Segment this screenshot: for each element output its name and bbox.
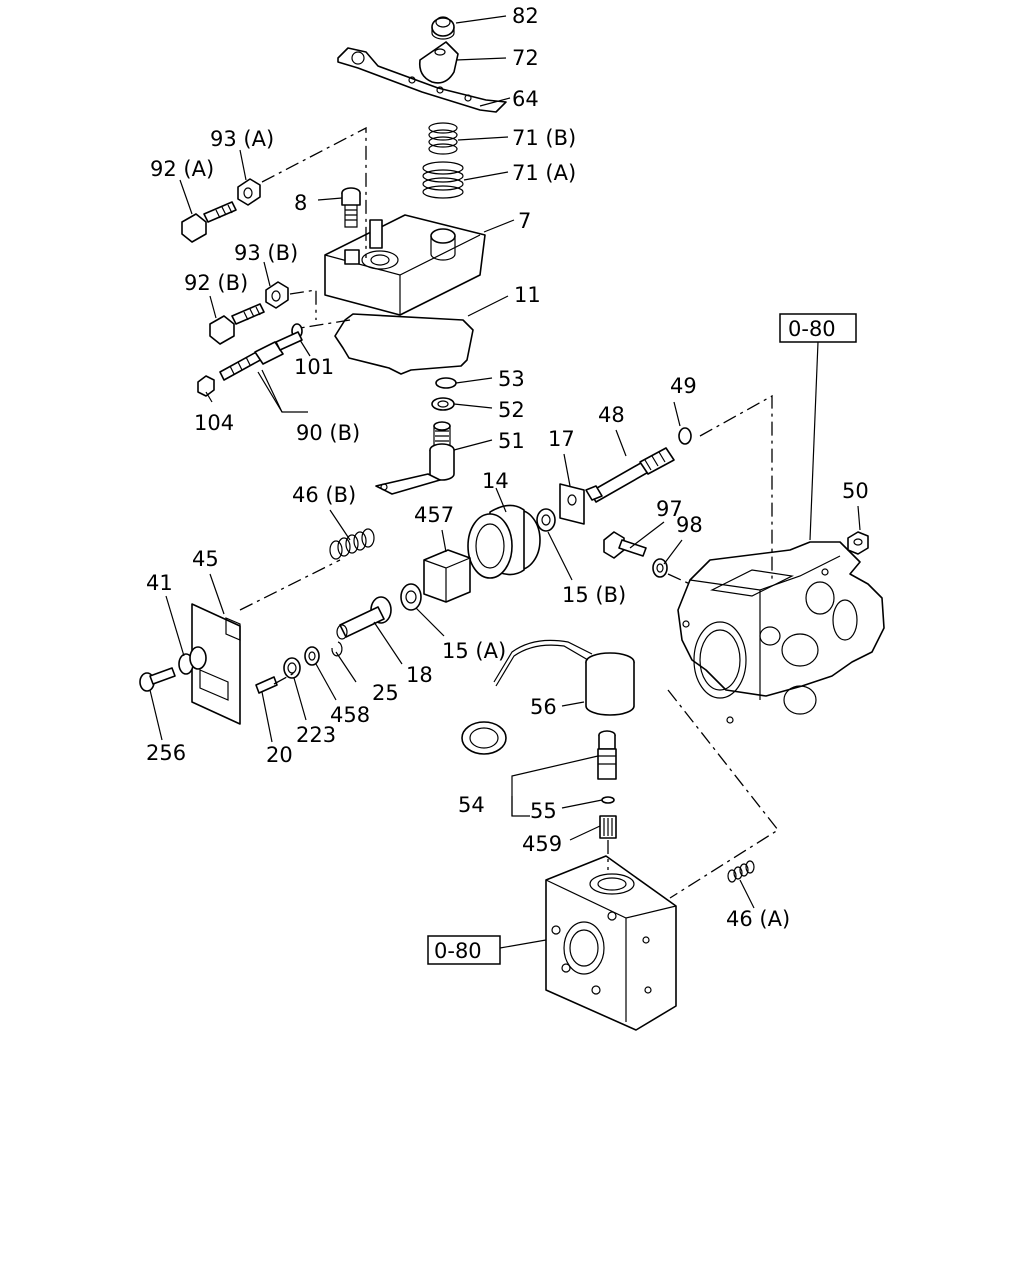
label-458: 458: [330, 703, 370, 727]
part-15a-washer: [400, 583, 422, 611]
label-7: 7: [518, 209, 531, 233]
leader-lines: [149, 15, 861, 949]
part-head-block: [545, 855, 677, 1031]
label-97: 97: [656, 497, 683, 521]
part-18-rod: [336, 596, 392, 640]
part-17-plate: [559, 483, 585, 525]
label-41: 41: [146, 571, 173, 595]
part-104-cap: [197, 375, 215, 397]
part-49-oring: [678, 427, 692, 445]
label-15a: 15 (A): [442, 639, 506, 663]
part-53-oring: [435, 377, 457, 389]
label-92a: 92 (A): [150, 157, 214, 181]
part-458-spacer: [304, 646, 320, 666]
part-56-solenoid: [461, 639, 635, 755]
label-56: 56: [530, 695, 557, 719]
part-15b-washer: [536, 508, 556, 532]
part-92b-bolt: [209, 303, 265, 345]
label-71a: 71 (A): [512, 161, 576, 185]
label-256: 256: [146, 741, 186, 765]
part-459-filter: [599, 815, 617, 839]
label-50: 50: [842, 479, 869, 503]
label-53: 53: [498, 367, 525, 391]
label-72: 72: [512, 46, 539, 70]
label-93b: 93 (B): [234, 241, 298, 265]
part-11-gasket: [334, 313, 474, 375]
label-457: 457: [414, 503, 454, 527]
part-93a-nut: [237, 178, 261, 206]
part-14-sleeve: [467, 504, 541, 579]
label-15b: 15 (B): [562, 583, 626, 607]
part-25-clip: [331, 641, 343, 657]
part-457-block: [423, 549, 471, 603]
label-49: 49: [670, 374, 697, 398]
part-97-bolt: [603, 531, 647, 559]
part-51-shaft: [375, 421, 455, 495]
label-64: 64: [512, 87, 539, 111]
part-8-bolt: [341, 187, 361, 228]
label-104: 104: [194, 411, 234, 435]
part-55-oring: [601, 796, 615, 804]
label-55: 55: [530, 799, 557, 823]
part-71a-spring: [422, 161, 464, 199]
label-17: 17: [548, 427, 575, 451]
part-labels: 82 72 64 71 (B) 71 (A) 93 (A) 92 (A) 8 7…: [146, 4, 869, 963]
label-8: 8: [294, 191, 307, 215]
part-52-washer: [431, 397, 455, 411]
part-64-lever: [337, 47, 507, 113]
part-92a-bolt: [181, 201, 237, 243]
part-256-bolt: [139, 667, 176, 692]
label-92b: 92 (B): [184, 271, 248, 295]
label-51: 51: [498, 429, 525, 453]
part-98-washer: [652, 558, 668, 578]
part-pump-housing: [677, 541, 885, 724]
label-46b: 46 (B): [292, 483, 356, 507]
part-46b-spring: [329, 528, 375, 560]
label-11: 11: [514, 283, 541, 307]
label-82: 82: [512, 4, 539, 28]
part-46a-spring: [727, 860, 755, 883]
label-223: 223: [296, 723, 336, 747]
label-14: 14: [482, 469, 509, 493]
part-90b-screw: [219, 331, 303, 381]
label-101: 101: [294, 355, 334, 379]
label-20: 20: [266, 743, 293, 767]
part-223-collar: [283, 657, 301, 679]
ref-box-bottom: [427, 935, 501, 965]
label-52: 52: [498, 398, 525, 422]
part-41-collar: [178, 646, 207, 675]
part-20-pin: [255, 676, 278, 694]
label-25: 25: [372, 681, 399, 705]
label-46a: 46 (A): [726, 907, 790, 931]
label-459: 459: [522, 832, 562, 856]
part-82-nut: [431, 16, 455, 40]
assembly-lines: [239, 126, 779, 899]
label-45: 45: [192, 547, 219, 571]
label-0-80-bottom: 0-80: [434, 939, 482, 963]
part-72-cam: [418, 41, 459, 84]
ref-box-top: [779, 313, 857, 343]
label-71b: 71 (B): [512, 126, 576, 150]
label-98: 98: [676, 513, 703, 537]
label-18: 18: [406, 663, 433, 687]
label-54: 54: [458, 793, 485, 817]
part-50-nut: [847, 531, 869, 555]
label-90b: 90 (B): [296, 421, 360, 445]
label-48: 48: [598, 403, 625, 427]
part-48-shaft: [585, 447, 675, 503]
part-71b-spring: [428, 122, 458, 155]
part-93b-nut: [265, 281, 289, 309]
part-54-sensor: [597, 730, 617, 780]
label-0-80-top: 0-80: [788, 317, 836, 341]
label-93a: 93 (A): [210, 127, 274, 151]
part-7-cover: [324, 214, 486, 316]
